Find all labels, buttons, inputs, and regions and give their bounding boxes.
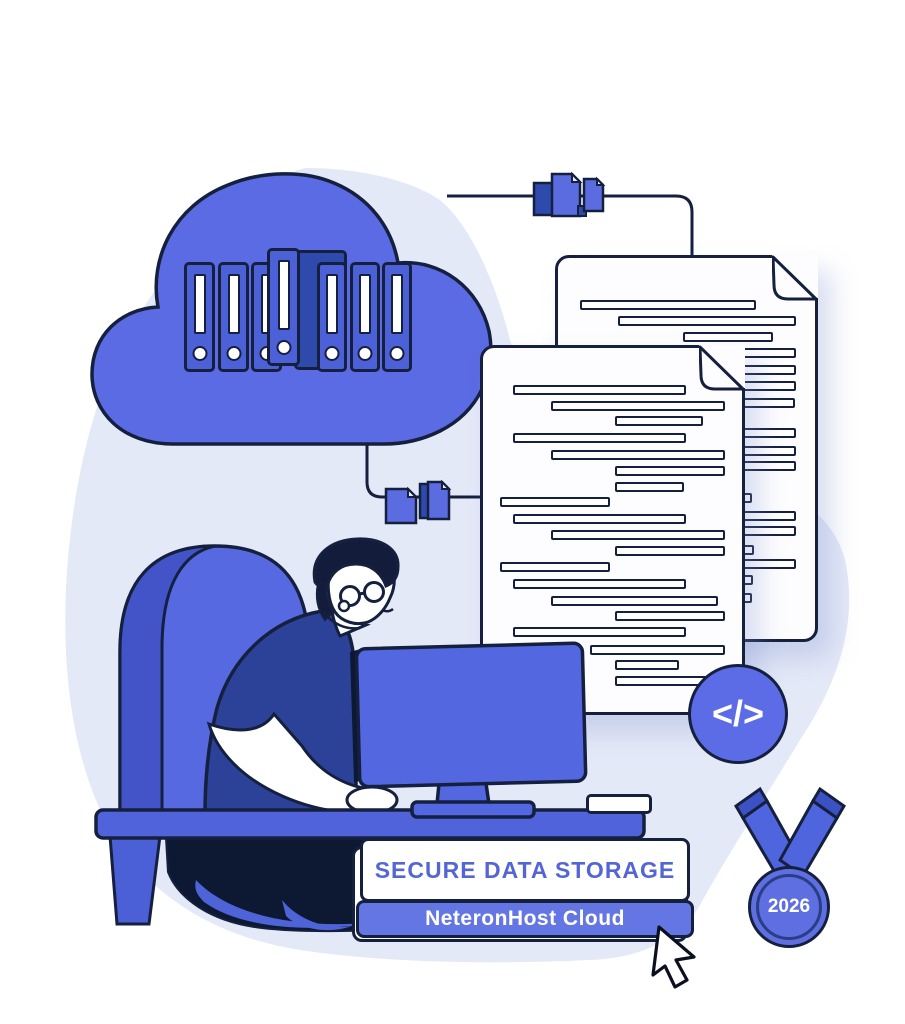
glasses-bridge (358, 591, 366, 596)
person-hair-nape (315, 583, 335, 622)
document-text-line (618, 316, 796, 326)
neteronhost-cloud-button[interactable]: NeteronHost Cloud (356, 900, 694, 938)
code-icon: </> (688, 664, 788, 764)
document-text-line (590, 645, 725, 655)
document-text-line (615, 660, 679, 670)
desk-leg-left (108, 834, 162, 926)
document-text-line (683, 332, 773, 342)
banner-subtitle: NeteronHost Cloud (425, 907, 625, 930)
document-text-line (615, 482, 684, 492)
medal-year: 2026 (767, 896, 811, 917)
document-text-line (513, 514, 686, 524)
person-smile (381, 607, 394, 613)
page-fold-icon (699, 345, 745, 391)
chair-back-edge (118, 544, 216, 816)
document-text-line (513, 627, 686, 637)
computer-monitor (350, 641, 588, 819)
file-transfer-icon (384, 479, 452, 525)
person (203, 537, 400, 816)
document-text-line (615, 546, 725, 556)
person-collar (322, 611, 361, 630)
document-text-line (615, 416, 703, 426)
document-text-line (551, 401, 725, 411)
banner-title-plate: SECURE DATA STORAGE (360, 838, 690, 902)
connector-top (447, 194, 694, 262)
under-desk-highlight-left (195, 880, 380, 928)
code-symbol: </> (711, 693, 765, 734)
document-text-line (551, 596, 718, 606)
document-text-line (615, 466, 725, 476)
document-text-line (580, 300, 756, 310)
keyboard (586, 794, 652, 814)
file-transfer-icon (532, 171, 605, 218)
document-text-line (513, 385, 686, 395)
monitor-screen (354, 641, 588, 789)
document-text-line (513, 433, 686, 443)
medal-icon: 2026 (748, 866, 830, 948)
person-ear (337, 599, 351, 613)
document-text-line (513, 579, 686, 589)
document-text-line (551, 450, 725, 460)
page-fold-icon (772, 255, 818, 301)
document-text-line (551, 530, 725, 540)
under-desk-highlight-mid (282, 900, 352, 931)
document-text-line (500, 562, 610, 572)
medal-inner-ring (756, 874, 822, 940)
connector-bottom (365, 428, 482, 499)
banner-title: SECURE DATA STORAGE (374, 856, 676, 883)
medal-ribbon (734, 786, 846, 879)
document-text-line (615, 611, 725, 621)
document-text-line (500, 497, 610, 507)
